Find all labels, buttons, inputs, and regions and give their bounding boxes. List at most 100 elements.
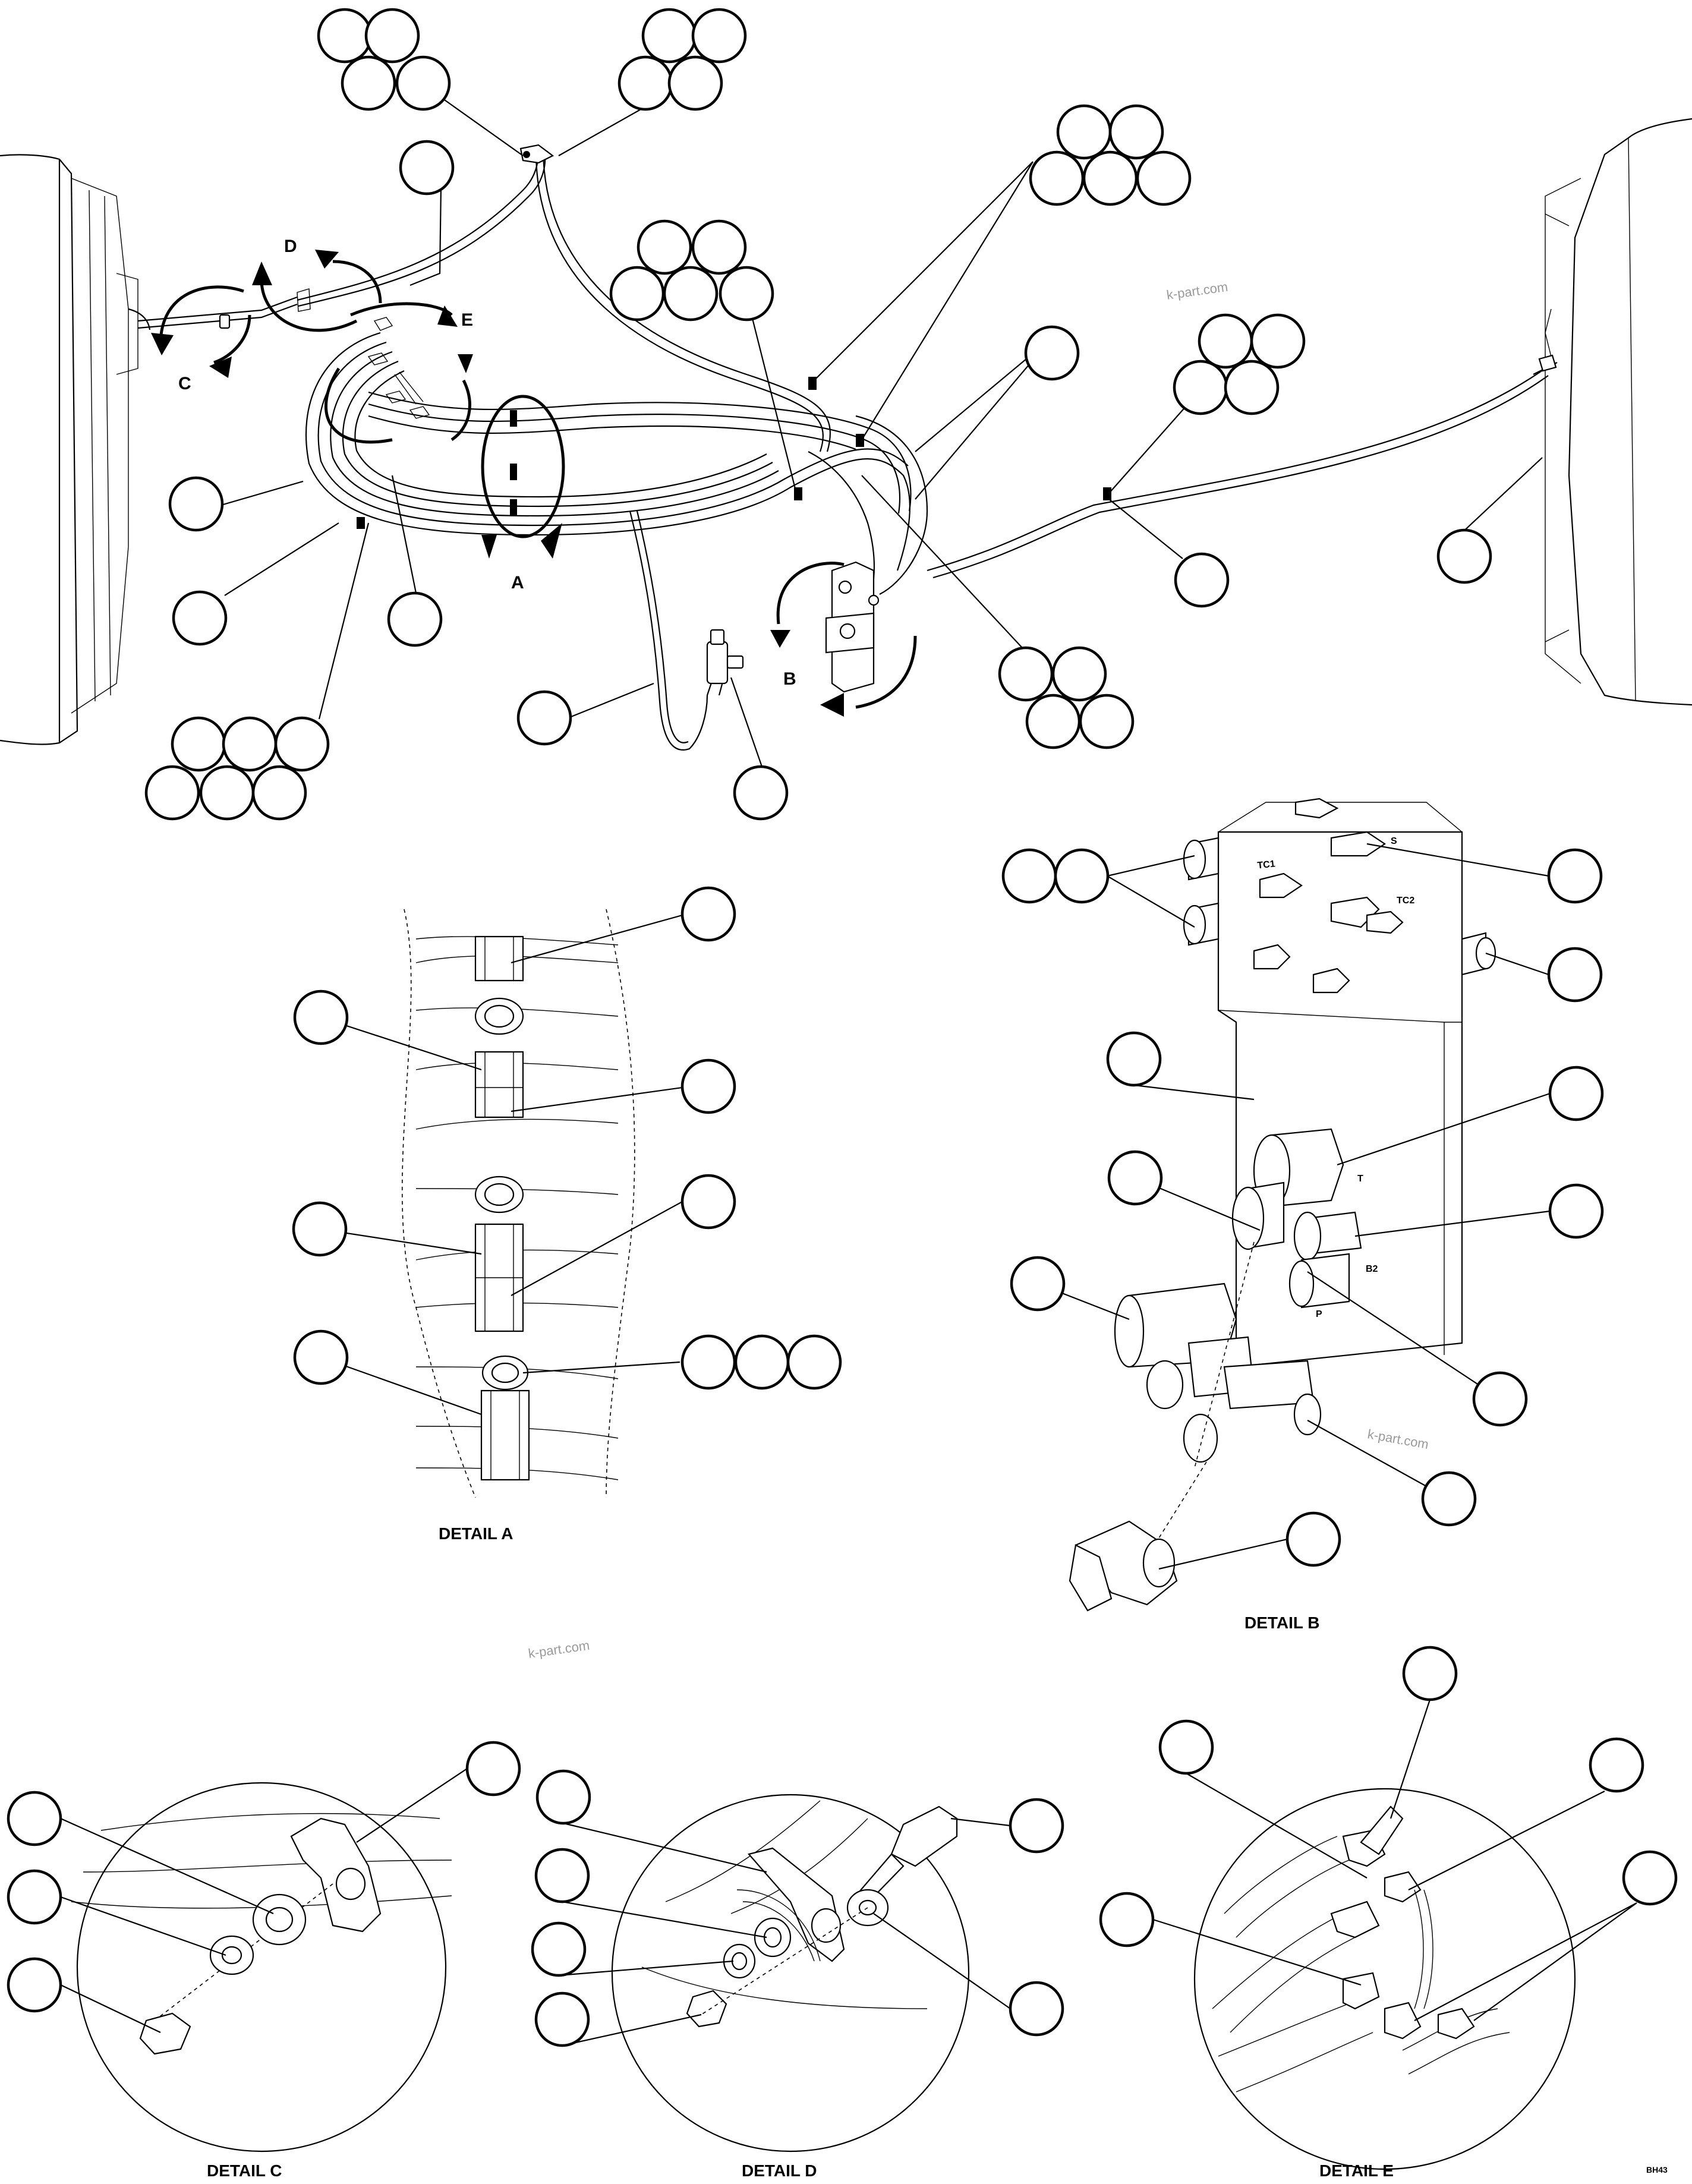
watermark-3: k-part.com	[527, 1638, 590, 1661]
callout-bubble	[531, 1921, 587, 1977]
callout-bubble	[172, 590, 228, 646]
callout-bubble	[7, 1791, 62, 1846]
callout-bubble	[734, 1334, 790, 1390]
callout-bubble	[1099, 1892, 1155, 1947]
callout-bubble	[534, 1991, 590, 2047]
port-label-tc1: TC1	[1257, 859, 1276, 871]
view-indicator-B: B	[770, 562, 917, 717]
view-indicator-E: E	[324, 302, 473, 444]
callout-bubble	[1024, 325, 1080, 381]
callout-bubble	[534, 1848, 590, 1903]
callout-bubble	[1285, 1511, 1341, 1567]
callout-bubble	[691, 8, 747, 64]
callout-bubble	[516, 690, 572, 746]
callout-bubble	[251, 765, 307, 821]
callout-bubble	[1082, 150, 1138, 206]
port-label-s: S	[1391, 836, 1397, 846]
callout-bubble	[1174, 552, 1230, 608]
callout-bubble	[609, 266, 665, 322]
callout-bubble	[7, 1869, 62, 1925]
callout-bubble	[1548, 1183, 1604, 1239]
view-letter-B: B	[783, 669, 796, 689]
callout-bubble	[341, 55, 396, 111]
callout-bubble	[691, 219, 747, 275]
callout-bubble	[292, 1201, 348, 1257]
callout-bubble	[1589, 1737, 1644, 1793]
port-label-p: P	[1316, 1309, 1322, 1319]
callout-bubble	[1106, 1031, 1162, 1087]
callout-bubble	[1622, 1850, 1678, 1906]
callout-bubble	[171, 716, 226, 772]
callout-bubble	[1547, 947, 1603, 1003]
callout-bubble	[1079, 694, 1135, 749]
detail-A-title: DETAIL A	[439, 1524, 513, 1543]
callout-bubble	[1173, 360, 1228, 415]
view-indicator-D: D	[252, 237, 382, 332]
callout-bubble	[465, 1741, 521, 1797]
callout-bubble	[637, 219, 692, 275]
callout-bubble	[719, 266, 774, 322]
callout-bubble	[617, 55, 673, 111]
callout-bubble	[1421, 1471, 1477, 1527]
detail-B: TC1 TC2 S T B2 P DETAIL B	[1069, 798, 1496, 1632]
port-label-b2: B2	[1366, 1264, 1378, 1274]
callout-bubble	[199, 765, 255, 821]
callout-bubble	[680, 886, 736, 942]
callout-bubble	[680, 1058, 736, 1114]
detail-C-title: DETAIL C	[207, 2161, 282, 2180]
callout-bubble	[1402, 1646, 1458, 1701]
callout-bubble	[1547, 848, 1603, 904]
callout-bubble	[667, 55, 723, 111]
callout-bubble	[786, 1334, 842, 1390]
callout-bubble	[387, 591, 443, 647]
callout-bubble	[1051, 646, 1107, 702]
detail-E: DETAIL E	[1193, 1788, 1576, 2180]
detail-A: DETAIL A	[401, 909, 635, 1543]
detail-E-title: DETAIL E	[1319, 2161, 1394, 2180]
callout-bubble	[680, 1334, 736, 1390]
callout-bubble	[399, 140, 455, 196]
callout-bubble	[1158, 1719, 1214, 1775]
callout-bubble	[641, 8, 697, 64]
callout-bubble	[317, 8, 373, 64]
view-letter-A: A	[511, 573, 524, 593]
callout-bubble	[1472, 1371, 1528, 1427]
view-indicator-C: C	[151, 285, 251, 393]
callout-bubble	[1548, 1066, 1604, 1121]
callout-bubble	[274, 716, 330, 772]
callout-bubble	[1054, 848, 1110, 904]
callout-bubble	[293, 1329, 349, 1385]
callout-bubble	[1001, 848, 1057, 904]
callout-bubble	[1224, 360, 1280, 415]
view-letter-E: E	[461, 310, 473, 330]
callout-bubble	[222, 716, 278, 772]
callout-bubble	[1250, 313, 1306, 369]
view-letter-C: C	[178, 374, 191, 393]
callout-bubble	[293, 989, 349, 1045]
callout-bubble	[364, 8, 420, 64]
detail-D-title: DETAIL D	[742, 2161, 817, 2180]
callout-bubble	[1029, 150, 1085, 206]
callout-bubble	[168, 476, 224, 532]
watermark-2: k-part.com	[1366, 1426, 1430, 1452]
callout-bubble	[1009, 1798, 1064, 1854]
port-label-tc2: TC2	[1397, 896, 1414, 906]
callout-bubble	[7, 1957, 62, 2013]
callout-bubble	[1108, 104, 1164, 160]
callout-bubble	[1010, 1256, 1066, 1312]
callout-bubble	[1107, 1150, 1163, 1206]
detail-B-title: DETAIL B	[1244, 1613, 1320, 1632]
callout-bubble	[733, 765, 789, 821]
callout-bubble	[1136, 150, 1192, 206]
hose-bundle	[137, 144, 1558, 751]
right-wheel-hub	[1545, 118, 1692, 706]
callout-bubble	[1198, 313, 1253, 369]
watermark-1: k-part.com	[1165, 279, 1228, 302]
leader-lines	[60, 98, 1637, 2047]
view-letter-D: D	[284, 237, 297, 256]
callout-bubbles	[7, 8, 1678, 2047]
main-assembly-view: A B C D E	[0, 118, 1692, 751]
callout-bubble	[1025, 694, 1081, 749]
callout-bubble	[1009, 1981, 1064, 2037]
